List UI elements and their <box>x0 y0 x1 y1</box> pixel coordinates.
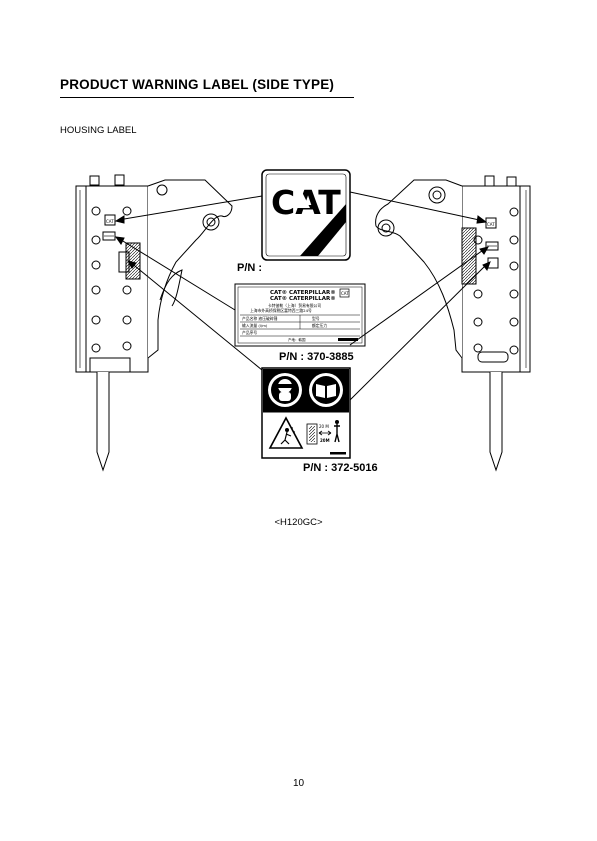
title-underline <box>60 97 354 98</box>
safety-part-number: P/N : 372-5016 <box>303 462 378 474</box>
model-caption: <H120GC> <box>274 517 323 528</box>
nameplate-row1-left: 产品名称 液压破碎锤 <box>242 316 278 321</box>
right-bolts <box>473 207 519 355</box>
page-number: 10 <box>292 778 305 789</box>
right-cat-label-spot <box>485 217 497 229</box>
cat-logo-part-number: P/N : <box>237 262 262 274</box>
left-breaker: CAT <box>75 174 233 472</box>
nameplate-brand-1: CAT® CATERPILLAR® <box>270 290 336 296</box>
keep-distance-icon: 20 M 20M <box>306 420 340 445</box>
page-title: PRODUCT WARNING LABEL (SIDE TYPE) <box>60 77 335 92</box>
nameplate-label: CAT® CATERPILLAR® CAT® CATERPILLAR® CAT … <box>234 283 366 347</box>
flying-debris-warning-icon <box>268 416 304 449</box>
distance-bottom-text: 20M <box>320 438 330 443</box>
nameplate-origin: 产地：韩国 <box>288 337 306 342</box>
left-cat-label-spot <box>104 214 116 226</box>
right-breaker: CAT <box>375 175 531 472</box>
safety-pictogram-label: 20 M 20M <box>261 367 351 459</box>
section-label: HOUSING LABEL <box>60 125 137 136</box>
nameplate-company-2: 上海市外高桥保税区富特西三路24号 <box>250 308 312 313</box>
nameplate-brand-2: CAT® CATERPILLAR® <box>270 296 336 302</box>
cat-logo-label: CAT <box>261 169 351 261</box>
nameplate-row1-right: 型号 <box>312 316 320 321</box>
distance-top-text: 20 M <box>319 424 329 429</box>
left-bolts <box>91 206 132 353</box>
leader-lines <box>114 191 491 401</box>
nameplate-part-number: P/N : 370-3885 <box>279 351 354 363</box>
cat-stripe-icon <box>300 204 346 256</box>
nameplate-row2-left: 输入流量 (l/m) <box>242 323 268 328</box>
read-manual-icon <box>309 373 343 407</box>
nameplate-cat-badge <box>339 288 350 298</box>
svg-text:CAT: CAT <box>106 219 114 224</box>
ear-eye-protection-icon <box>268 373 302 407</box>
nameplate-row2-right: 额定压力 <box>312 323 327 328</box>
svg-text:CAT: CAT <box>341 291 349 296</box>
nameplate-row3-left: 产品序号 <box>242 330 257 335</box>
nameplate-company-1: 卡特彼勒（上海）贸易有限公司 <box>268 303 321 308</box>
svg-text:CAT: CAT <box>487 222 495 227</box>
cat-logo-triangle <box>290 188 310 208</box>
